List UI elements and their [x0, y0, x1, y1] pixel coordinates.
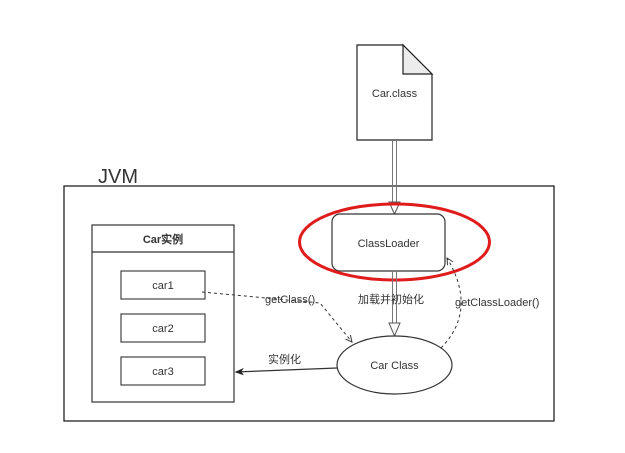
classloader-node[interactable]: ClassLoader: [331, 213, 446, 272]
instance-car1[interactable]: car1: [120, 270, 206, 300]
edge-get-class-loader: [440, 258, 462, 349]
instantiate-label: 实例化: [268, 352, 301, 366]
arrowhead-icon: [388, 322, 401, 338]
classloader-label: ClassLoader: [358, 238, 420, 250]
edge-instantiate: [236, 367, 338, 372]
instance-car2[interactable]: car2: [120, 313, 206, 343]
edge-load-init: [388, 271, 401, 338]
load-init-label: 加载并初始化: [358, 292, 424, 306]
car-class-label: Car Class: [370, 360, 419, 372]
get-class-loader-label: getClassLoader(): [455, 297, 539, 309]
edge-get-class: [201, 291, 352, 342]
instances-title: Car实例: [143, 232, 183, 246]
car-class-file-node[interactable]: Car.class: [356, 43, 434, 141]
jvm-label: JVM: [98, 166, 138, 188]
instance-label: car1: [152, 280, 173, 292]
instance-label: car3: [152, 366, 173, 378]
highlight-ellipse: [298, 202, 491, 282]
car-class-file-label: Car.class: [372, 88, 418, 100]
instance-car3[interactable]: car3: [120, 356, 206, 386]
get-class-label: getClass(): [265, 294, 315, 306]
folded-corner-icon: [402, 43, 434, 75]
instance-label: car2: [152, 323, 173, 335]
car-class-node[interactable]: Car Class: [336, 335, 453, 395]
